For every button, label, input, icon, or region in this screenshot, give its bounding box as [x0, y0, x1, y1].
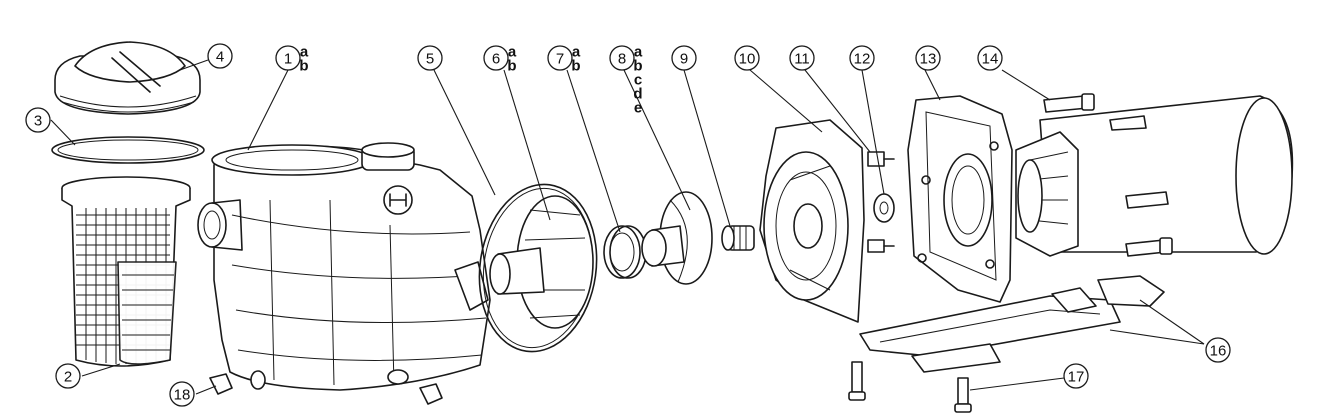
callout-number: 14 — [982, 51, 999, 68]
callout-variant: b — [571, 58, 580, 75]
callout-number: 9 — [680, 51, 688, 68]
callout-number: 8 — [618, 51, 626, 68]
callout-4: 4 — [207, 43, 233, 69]
strainer-basket — [61, 176, 191, 367]
callout-circle — [1205, 337, 1231, 363]
callout-number: 10 — [739, 51, 756, 68]
callout-variant: b — [507, 58, 516, 75]
slinger-washer — [873, 193, 895, 223]
callout-circle — [915, 45, 941, 71]
callout-number: 11 — [794, 51, 810, 68]
callout-14: 14 — [977, 45, 1003, 71]
callout-number: 1 — [284, 51, 292, 68]
motor-bracket — [907, 95, 1013, 303]
callout-variant: a — [508, 44, 517, 61]
impeller-ring — [603, 225, 647, 279]
callout-18: 18 — [169, 381, 195, 407]
callout-circle — [547, 45, 573, 71]
callout-16: 16 — [1205, 337, 1231, 363]
callout-11: 11 — [789, 45, 815, 71]
callout-variant: e — [634, 100, 642, 117]
callout-circle — [275, 45, 301, 71]
callout-circle — [169, 381, 195, 407]
pump-housing — [197, 142, 491, 391]
callout-variant: a — [300, 44, 309, 61]
motor — [1015, 95, 1294, 257]
callout-variant: d — [633, 86, 642, 103]
callout-2: 2 — [55, 363, 81, 389]
callout-5: 5 — [417, 45, 443, 71]
callout-circle — [25, 107, 51, 133]
callout-circle — [55, 363, 81, 389]
callout-number: 7 — [556, 51, 564, 68]
motor-bolt — [1043, 93, 1173, 257]
callout-number: 12 — [854, 51, 871, 68]
diffuser — [489, 195, 594, 329]
callout-circle — [977, 45, 1003, 71]
callout-variant: b — [299, 58, 308, 75]
callout-variant: b — [633, 58, 642, 75]
callout-number: 5 — [426, 51, 434, 68]
callout-circle — [671, 45, 697, 71]
lid-o-ring — [51, 136, 205, 164]
callout-circle — [609, 45, 635, 71]
callout-number: 6 — [492, 51, 500, 68]
callout-number: 16 — [1210, 343, 1227, 360]
callout-number: 17 — [1068, 369, 1085, 386]
seal-plate — [759, 119, 865, 323]
callout-circle — [207, 43, 233, 69]
callout-12: 12 — [849, 45, 875, 71]
callout-variant: c — [634, 72, 642, 89]
impeller — [641, 191, 713, 285]
callout-variant: a — [634, 44, 643, 61]
callout-circle — [849, 45, 875, 71]
callout-number: 3 — [34, 113, 42, 130]
seal-plate-bolt — [867, 151, 895, 253]
callout-17: 17 — [1063, 363, 1089, 389]
callout-10: 10 — [734, 45, 760, 71]
callout-13: 13 — [915, 45, 941, 71]
callout-circle — [734, 45, 760, 71]
drain-plug — [209, 373, 443, 405]
callout-circle — [1063, 363, 1089, 389]
callout-9: 9 — [671, 45, 697, 71]
callout-circle — [789, 45, 815, 71]
base-screw — [848, 361, 972, 413]
callout-number: 13 — [920, 51, 937, 68]
callout-number: 4 — [216, 49, 224, 66]
callout-number: 2 — [64, 369, 72, 386]
pump-base — [859, 275, 1165, 373]
strainer-lid — [54, 41, 201, 115]
shaft-seal — [721, 225, 755, 251]
callout-number: 18 — [174, 387, 191, 404]
callout-circle — [483, 45, 509, 71]
callout-circle — [417, 45, 443, 71]
leader-lines — [50, 59, 1205, 395]
callout-variant: a — [572, 44, 581, 61]
callout-3: 3 — [25, 107, 51, 133]
